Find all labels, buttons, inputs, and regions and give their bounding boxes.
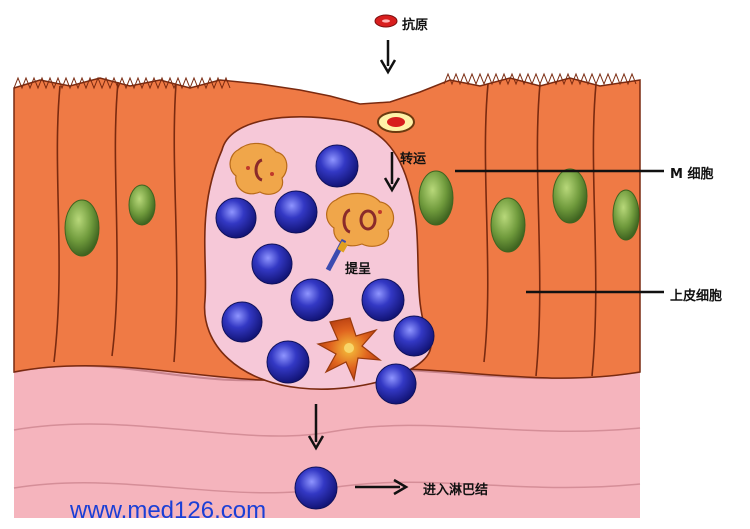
nucleus bbox=[613, 190, 639, 240]
lymphocyte bbox=[216, 198, 256, 238]
nucleus bbox=[553, 169, 587, 223]
transport-label: 转运 bbox=[400, 148, 426, 167]
lymphocyte bbox=[362, 279, 404, 321]
lymphocyte bbox=[291, 279, 333, 321]
microvilli-right bbox=[444, 74, 636, 84]
nucleus bbox=[491, 198, 525, 252]
dendritic-cell-nucleus bbox=[344, 343, 354, 353]
lymphocyte bbox=[394, 316, 434, 356]
nucleus bbox=[419, 171, 453, 225]
nucleus bbox=[65, 200, 99, 256]
m-cell-label: M 细胞 bbox=[670, 163, 713, 182]
presentation-label: 提呈 bbox=[345, 258, 371, 277]
antigen-label: 抗原 bbox=[402, 14, 428, 33]
migrating-lymphocyte bbox=[295, 467, 337, 509]
vesicle-antigen-icon bbox=[387, 117, 405, 127]
nucleus bbox=[129, 185, 155, 225]
watermark: www.med126.com bbox=[70, 497, 266, 525]
lymphocyte bbox=[252, 244, 292, 284]
epithelial-cell-label: 上皮细胞 bbox=[670, 285, 722, 304]
lymphocyte bbox=[275, 191, 317, 233]
lymphocyte bbox=[267, 341, 309, 383]
antigen-highlight bbox=[382, 19, 390, 22]
lymphocyte bbox=[376, 364, 416, 404]
lymphocyte bbox=[316, 145, 358, 187]
enter-lymph-node-label: 进入淋巴结 bbox=[423, 479, 488, 498]
lymphocyte bbox=[222, 302, 262, 342]
